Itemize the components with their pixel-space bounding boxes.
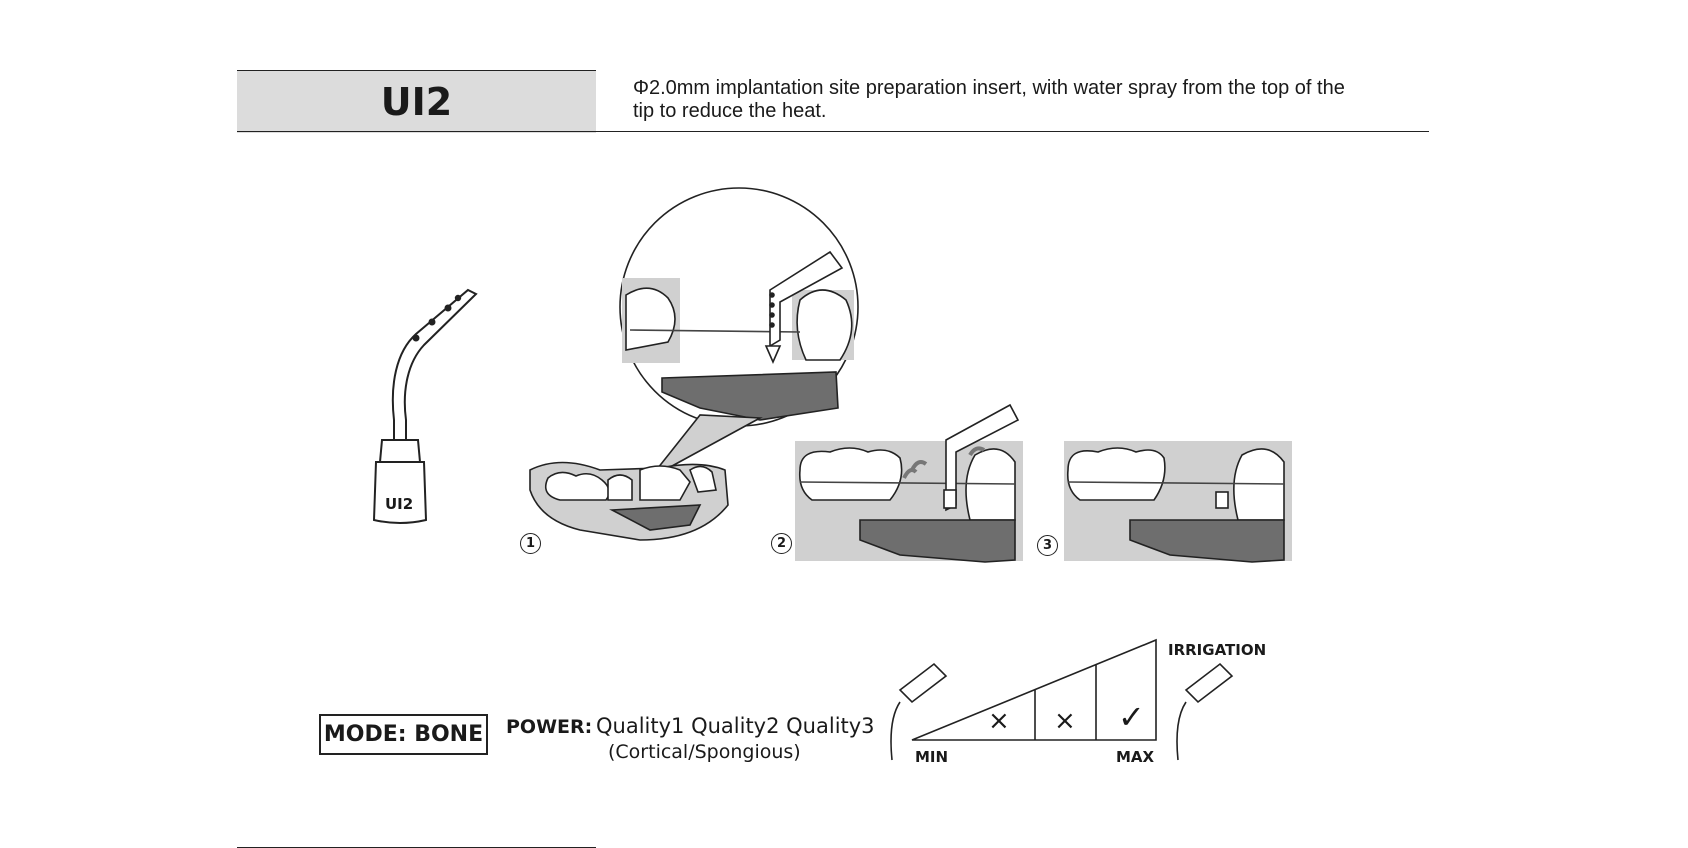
power-label: POWER: xyxy=(506,716,593,738)
irrigation-label: IRRIGATION xyxy=(1168,641,1267,659)
mode-label: MODE: BONE xyxy=(323,722,484,747)
step2-drawing xyxy=(795,403,1023,563)
power-qualities: Quality1 Quality2 Quality3 xyxy=(596,714,875,738)
irrigation-min-label: MIN xyxy=(915,748,949,766)
step3-drawing xyxy=(1064,441,1292,563)
step-number-3: 3 xyxy=(1037,535,1058,556)
insert-description: Φ2.0mm implantation site preparation ins… xyxy=(633,77,1345,122)
irrigation-level-3-mark: ✓ xyxy=(1118,698,1145,736)
irrigation-max-label: MAX xyxy=(1116,748,1155,766)
step-number-1: 1 xyxy=(520,533,541,554)
insert-tip-label: UI2 xyxy=(385,495,414,513)
step-number-2: 2 xyxy=(771,533,792,554)
header-divider xyxy=(237,131,1429,132)
mode-box: MODE: BONE xyxy=(319,714,488,755)
insert-tip-drawing xyxy=(372,288,478,524)
step1-drawing xyxy=(529,187,859,541)
power-note: (Cortical/Spongious) xyxy=(608,741,801,763)
model-code: UI2 xyxy=(380,80,453,124)
irrigation-level-2-mark: × xyxy=(1054,706,1076,736)
irrigation-scale xyxy=(890,638,1234,761)
model-code-box: UI2 xyxy=(237,70,596,133)
irrigation-level-1-mark: × xyxy=(988,706,1010,736)
